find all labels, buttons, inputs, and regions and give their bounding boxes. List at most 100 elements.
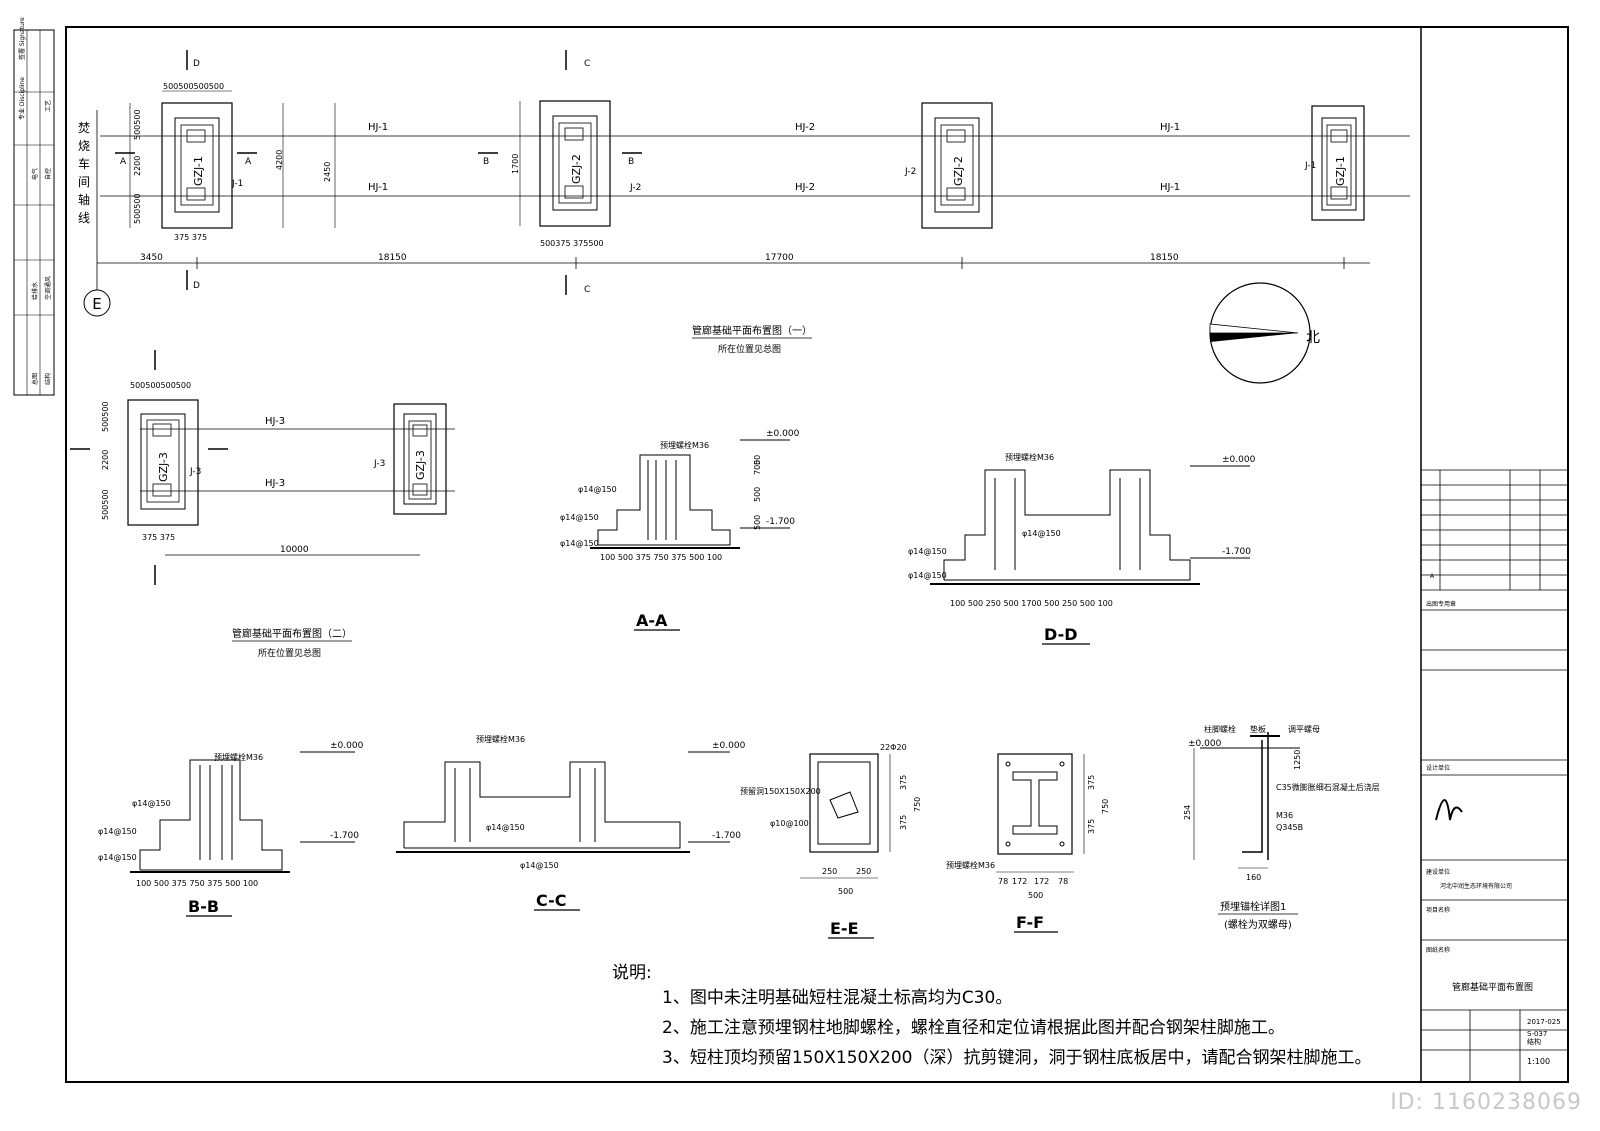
dim-text: 500500 [101, 489, 110, 520]
elevation-bottom: -1.700 [766, 517, 795, 527]
dim-text: 375 [1087, 819, 1096, 834]
dim-text: 500500 [101, 401, 110, 432]
section-dd [930, 465, 1250, 585]
axis-text: 焚 烧 车 间 轴 线 [78, 121, 90, 225]
note-item: 3、短柱顶均预留150X150X200（深）抗剪键洞，洞于钢柱底板居中，请配合钢… [662, 1048, 1372, 1068]
dim-text: 375 375 [174, 233, 207, 242]
elevation-bottom: -1.700 [1222, 547, 1251, 557]
section-title: E-E [830, 919, 859, 938]
rebar-note: φ14@150 [486, 823, 525, 832]
dim-text: 100 500 375 750 375 500 100 [600, 553, 722, 562]
section-ff [996, 753, 1085, 873]
anchor-note: 预埋螺栓M36 [1005, 452, 1054, 462]
svg-text:焚: 焚 [78, 121, 90, 135]
dim-text: 500500 [133, 109, 142, 140]
footing-label: J-3 [189, 467, 201, 477]
column-label: GZJ-2 [952, 156, 965, 186]
anchor-note: 预埋螺栓M36 [660, 440, 709, 450]
dim-text: 500 [1028, 891, 1043, 900]
rebar-note: φ10@100 [770, 819, 809, 828]
anchor-detail [1193, 732, 1300, 869]
title-block [1421, 469, 1568, 1082]
drawing-title: 管廊基础平面布置图 [1452, 981, 1533, 993]
sheet-border [65, 26, 1569, 1083]
beam-label: HJ-2 [795, 182, 815, 193]
dim-text: 500 [753, 487, 762, 502]
note-item: 1、图中未注明基础短柱混凝土标高均为C30。 [662, 988, 1013, 1008]
strip-label: 工艺 [44, 100, 52, 112]
detail-label: Q345B [1276, 823, 1303, 832]
dim-text: 1700 [511, 154, 520, 174]
footing-label: J-3 [373, 459, 385, 469]
dim-text: 750 [1101, 799, 1110, 814]
span-dim: 18150 [1150, 253, 1179, 263]
strip-label: 结构 [44, 373, 52, 385]
svg-text:车: 车 [78, 156, 90, 171]
span-dim: 10000 [280, 545, 309, 555]
dim-text: 500500500500 [130, 381, 191, 390]
anchor-note: 预埋螺栓M36 [214, 752, 263, 762]
dim-text: 500 [838, 887, 853, 896]
rebar-note: φ14@150 [578, 485, 617, 494]
tb-text: 设计单位 [1426, 764, 1450, 772]
tb-text: 项目名称 [1426, 906, 1450, 914]
svg-text:轴: 轴 [78, 192, 90, 207]
tb-text: 1:100 [1527, 1057, 1550, 1066]
dim-text: 375 [899, 815, 908, 830]
section-bb [130, 751, 355, 873]
strip-label: 总图 [31, 373, 39, 385]
rebar-note: φ14@150 [908, 547, 947, 556]
rebar-note: φ14@150 [560, 539, 599, 548]
dim-text: 254 [1183, 805, 1192, 820]
dim-text: 100 500 375 750 375 500 100 [136, 879, 258, 888]
tb-text: 结构 [1527, 1037, 1541, 1046]
section-mark: B [483, 157, 489, 167]
span-dim: 18150 [378, 253, 407, 263]
dim-text: 4200 [275, 150, 284, 170]
axis-bubble [83, 289, 111, 317]
rebar-note: φ14@150 [98, 853, 137, 862]
section-aa [590, 439, 790, 549]
plan-title: 管廊基础平面布置图（一） [692, 324, 812, 337]
beam-label: HJ-1 [368, 182, 388, 193]
section-title: C-C [536, 891, 567, 910]
rebar-note: φ14@150 [1022, 529, 1061, 538]
tb-text: 建设单位 [1426, 868, 1450, 876]
beam-label: HJ-1 [368, 122, 388, 133]
footing-label: J-1 [1304, 161, 1316, 171]
tb-text: S-037 [1527, 1030, 1547, 1038]
plan-1 [96, 50, 1410, 384]
footing-label: J-1 [231, 179, 243, 189]
detail-label: C35微膨胀细石混凝土后浇层 [1276, 782, 1380, 792]
elevation-bottom: -1.700 [330, 831, 359, 841]
dim-text: 2200 [101, 450, 110, 470]
signature-strip: 签署 Signature 专业 Discipline 工艺 电气 自控 给排水 … [13, 17, 55, 396]
strip-label: 电气 [31, 168, 39, 180]
rebar-note: φ14@150 [132, 799, 171, 808]
rebar-note: φ14@150 [520, 861, 559, 870]
beam-label: HJ-3 [265, 478, 285, 489]
anchor-note: 预埋螺栓M36 [946, 860, 995, 870]
detail-label: 柱脚螺栓 [1204, 724, 1236, 734]
section-title: B-B [188, 897, 219, 916]
strip-label: 签署 Signature [18, 17, 26, 60]
detail-label: 垫板 [1250, 724, 1266, 734]
elevation-top: ±0.000 [330, 741, 364, 751]
north-label: 北 [1306, 330, 1320, 346]
column-label: GZJ-1 [1334, 156, 1347, 186]
span-dim: 3450 [140, 253, 163, 263]
dim-text: 1250 [1293, 750, 1302, 770]
dim-text: 500500500500 [163, 82, 224, 91]
tb-text: 河北中润生态环境有限公司 [1440, 882, 1512, 890]
beam-label: HJ-2 [795, 122, 815, 133]
rebar-note: 22Φ20 [880, 743, 907, 752]
section-mark: D [193, 59, 200, 69]
dim-text: 2200 [133, 156, 142, 176]
svg-text:间: 间 [78, 175, 90, 189]
notes: 说明: 1、图中未注明基础短柱混凝土标高均为C30。 2、施工注意预埋钢柱地脚螺… [612, 958, 1390, 1073]
section-mark: C [584, 285, 590, 295]
detail-label: M36 [1276, 811, 1293, 820]
tb-text: 出图专用章 [1426, 600, 1456, 608]
column-label: GZJ-3 [414, 450, 427, 480]
